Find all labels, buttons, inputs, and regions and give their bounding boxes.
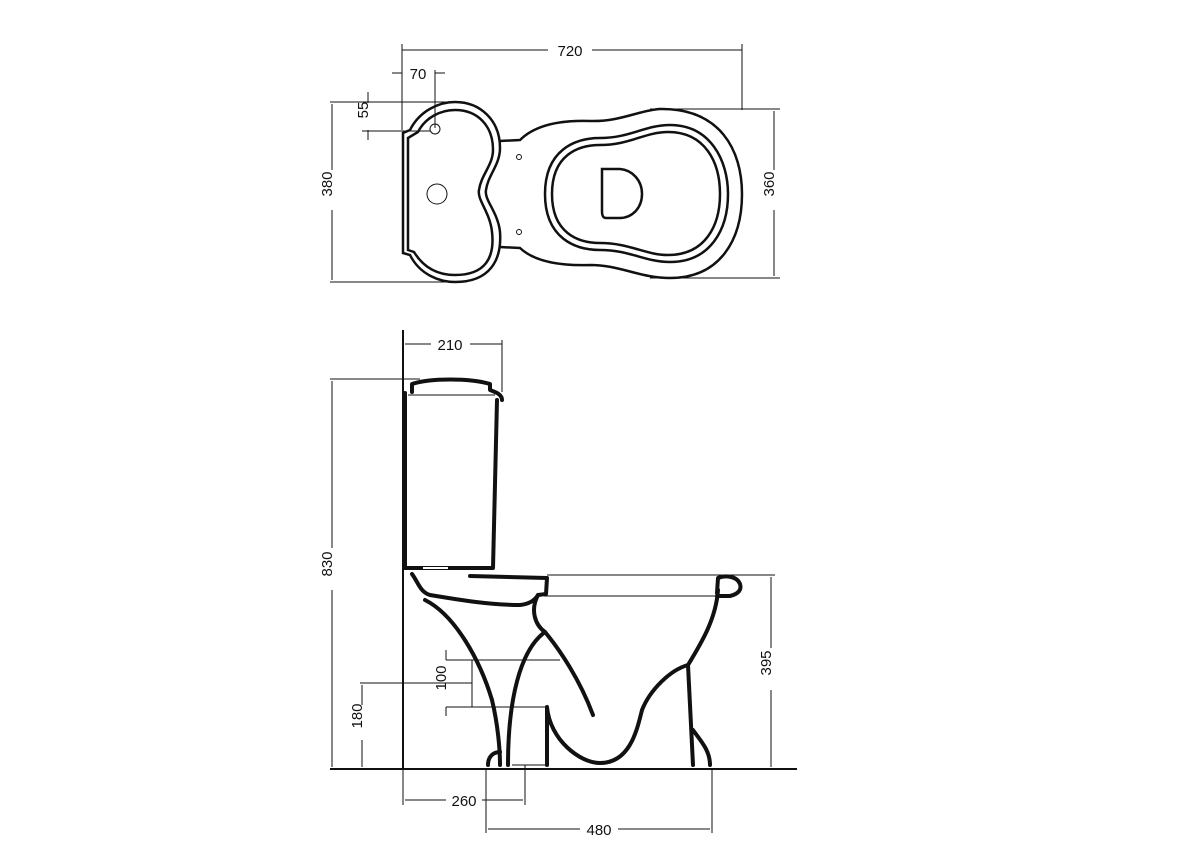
dim-70: 70: [410, 66, 427, 83]
dim-100: 100: [433, 665, 450, 690]
bowl-outline-top: [499, 107, 744, 280]
tank-outline-top: [401, 100, 502, 284]
dim-180: 180: [349, 703, 366, 728]
tank-body: [403, 391, 499, 570]
dim-395: 395: [758, 650, 775, 675]
top-view: 720 70 55 380 360: [319, 40, 780, 284]
dim-830: 830: [319, 551, 336, 576]
seat-hinge: [715, 574, 743, 598]
dim-210: 210: [437, 337, 462, 354]
dim-720: 720: [557, 43, 582, 60]
tank-lid: [410, 377, 504, 402]
side-view: 210 830 395 100: [319, 330, 797, 839]
inlet-hole-icon: [429, 123, 441, 135]
dim-360: 360: [761, 171, 778, 196]
dim-260: 260: [451, 793, 476, 810]
pan-outline: [410, 572, 549, 607]
dim-380: 380: [319, 171, 336, 196]
dim-480: 480: [586, 822, 611, 839]
flush-button-hole-icon: [426, 183, 448, 205]
dim-55: 55: [355, 102, 372, 119]
